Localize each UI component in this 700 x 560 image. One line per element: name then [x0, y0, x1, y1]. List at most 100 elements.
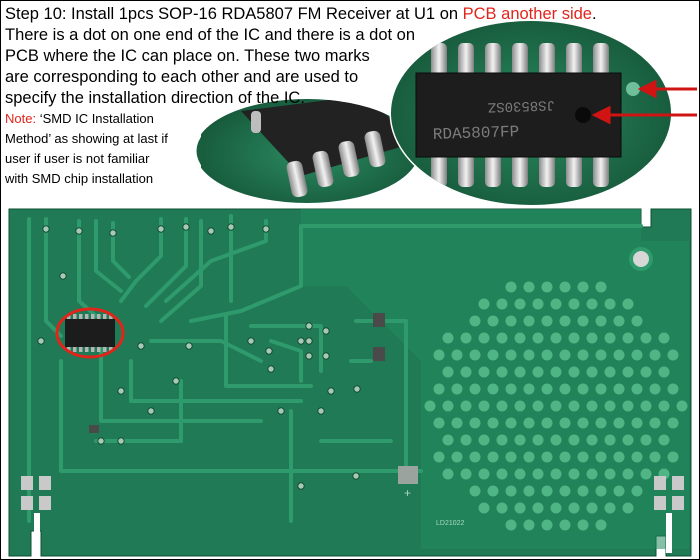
- speaker-hole: [676, 400, 688, 412]
- pcb-board: + LD21022: [8, 208, 692, 557]
- speaker-hole: [577, 383, 589, 395]
- via: [247, 337, 255, 345]
- speaker-hole: [460, 434, 472, 446]
- via: [172, 377, 180, 385]
- speaker-hole: [568, 434, 580, 446]
- instruction-line-1: Step 10: Install 1pcs SOP-16 RDA5807 FM …: [5, 5, 597, 23]
- via: [117, 387, 125, 395]
- speaker-hole: [640, 366, 652, 378]
- speaker-hole: [586, 468, 598, 480]
- speaker-hole: [622, 298, 634, 310]
- speaker-hole: [559, 485, 571, 497]
- speaker-hole: [568, 332, 580, 344]
- via: [97, 437, 105, 445]
- via: [322, 327, 330, 335]
- speaker-hole: [622, 468, 634, 480]
- via: [59, 272, 67, 280]
- speaker-hole: [586, 298, 598, 310]
- speaker-hole: [451, 417, 463, 429]
- speaker-hole: [604, 468, 616, 480]
- ic-pin: [103, 314, 107, 319]
- speaker-hole: [640, 400, 652, 412]
- speaker-hole: [586, 502, 598, 514]
- speaker-hole: [631, 451, 643, 463]
- via: [297, 337, 305, 345]
- speaker-hole: [541, 383, 553, 395]
- speaker-hole: [559, 451, 571, 463]
- speaker-hole: [541, 485, 553, 497]
- speaker-hole: [496, 298, 508, 310]
- via: [305, 322, 313, 330]
- speaker-hole: [469, 383, 481, 395]
- speaker-hole: [595, 349, 607, 361]
- ic-pin: [73, 347, 77, 352]
- ic-pin: [91, 314, 95, 319]
- speaker-hole: [487, 451, 499, 463]
- speaker-hole: [469, 451, 481, 463]
- speaker-hole: [460, 366, 472, 378]
- pointer-arrows: [591, 79, 697, 125]
- speaker-hole: [532, 332, 544, 344]
- speaker-hole: [622, 400, 634, 412]
- speaker-hole: [451, 451, 463, 463]
- speaker-hole: [541, 281, 553, 293]
- speaker-hole: [595, 315, 607, 327]
- speaker-hole: [550, 332, 562, 344]
- speaker-hole: [604, 298, 616, 310]
- speaker-hole: [595, 281, 607, 293]
- speaker-hole: [640, 434, 652, 446]
- speaker-hole: [550, 298, 562, 310]
- speaker-hole: [640, 332, 652, 344]
- ic-pin: [73, 314, 77, 319]
- speaker-hole: [514, 332, 526, 344]
- chip-marking-bottom: JS8530SZ: [487, 96, 555, 114]
- speaker-hole: [541, 417, 553, 429]
- speaker-hole: [514, 502, 526, 514]
- via: [182, 223, 190, 231]
- via: [277, 407, 285, 415]
- speaker-hole: [649, 417, 661, 429]
- speaker-hole: [649, 349, 661, 361]
- speaker-hole: [514, 298, 526, 310]
- right-zoom-photo: RDA5807FP JS8530SZ: [389, 19, 673, 207]
- speaker-hole: [559, 349, 571, 361]
- speaker-hole: [568, 366, 580, 378]
- speaker-hole: [442, 366, 454, 378]
- speaker-hole: [487, 417, 499, 429]
- speaker-hole: [496, 366, 508, 378]
- speaker-hole: [541, 519, 553, 531]
- via: [265, 347, 273, 355]
- plus-mark: +: [404, 486, 411, 500]
- speaker-hole: [613, 315, 625, 327]
- note-label: Note:: [5, 111, 37, 126]
- speaker-hole: [640, 468, 652, 480]
- speaker-hole: [442, 400, 454, 412]
- speaker-hole: [586, 434, 598, 446]
- speaker-hole: [631, 349, 643, 361]
- speaker-hole: [577, 519, 589, 531]
- speaker-hole: [586, 332, 598, 344]
- speaker-hole: [631, 417, 643, 429]
- speaker-hole: [496, 468, 508, 480]
- speaker-hole: [550, 366, 562, 378]
- speaker-hole: [613, 451, 625, 463]
- speaker-hole: [514, 400, 526, 412]
- ic-pin1-dot: [575, 107, 591, 123]
- via: [305, 352, 313, 360]
- speaker-hole: [532, 298, 544, 310]
- speaker-hole: [613, 383, 625, 395]
- speaker-hole: [433, 349, 445, 361]
- speaker-hole: [604, 502, 616, 514]
- speaker-hole: [568, 400, 580, 412]
- instruction-line-2: There is a dot on one end of the IC and …: [5, 26, 416, 44]
- speaker-hole: [505, 519, 517, 531]
- via: [207, 227, 215, 235]
- speaker-hole: [550, 502, 562, 514]
- speaker-hole: [505, 383, 517, 395]
- speaker-hole: [550, 434, 562, 446]
- via: [227, 223, 235, 231]
- speaker-hole: [487, 349, 499, 361]
- speaker-hole: [541, 349, 553, 361]
